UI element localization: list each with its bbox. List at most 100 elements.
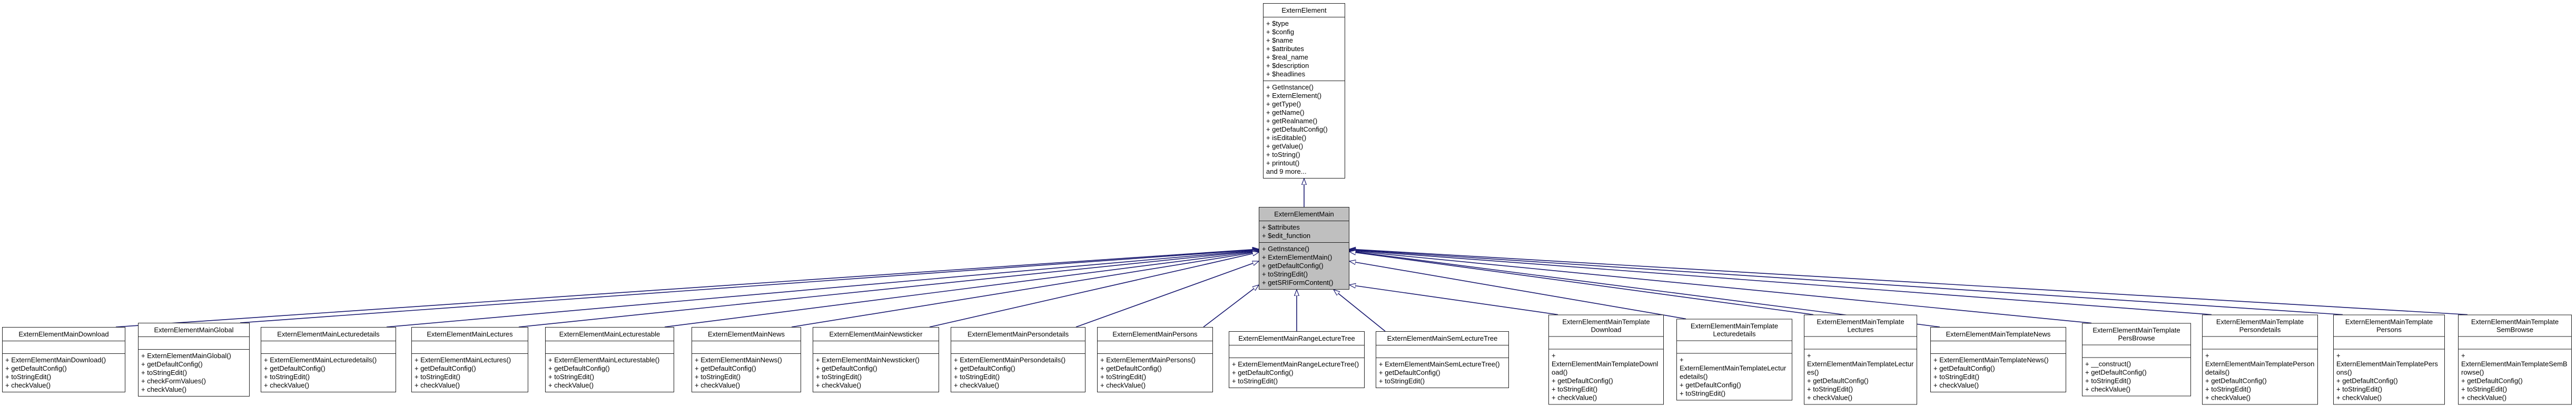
class-title-line: ExternElementMainTemplateNews (1946, 330, 2051, 338)
method-row: + checkValue() (264, 381, 310, 389)
attributes-compartment (1677, 341, 1792, 354)
class-node-main-lecturedetails[interactable]: ExternElementMainLecturedetails+ ExternE… (261, 327, 396, 392)
attributes-compartment (139, 337, 249, 350)
method-row: + getSRIFormContent() (1262, 279, 1334, 286)
method-row: + toStringEdit() (695, 373, 741, 381)
attributes-compartment (1549, 337, 1663, 350)
attributes-compartment (1229, 345, 1364, 358)
method-row: + GetInstance() (1262, 245, 1309, 253)
class-node-main-newsticker[interactable]: ExternElementMainNewsticker+ ExternEleme… (813, 327, 939, 392)
method-row: and 9 more... (1266, 167, 1307, 175)
class-node-main-global[interactable]: ExternElementMainGlobal + ExternElementMa… (138, 323, 250, 397)
methods-compartment: + ExternElementMainGlobal()+ getDefaultC… (139, 350, 249, 396)
method-row: + getDefaultConfig() (954, 364, 1015, 372)
method-row: + ExternElementMainLectures() (414, 356, 511, 364)
method-row: + toStringEdit() (1100, 373, 1147, 381)
class-title-line: ExternElementMainGlobal (154, 326, 234, 334)
methods-compartment: + ExternElementMainLecturestable()+ getD… (546, 354, 674, 392)
method-row: + getDefaultConfig() (2336, 377, 2398, 385)
methods-compartment: + ExternElementMainDownload()+ getDefaul… (3, 354, 125, 392)
method-row: + ExternElementMainPersons() (1100, 356, 1196, 364)
attribute-row: + $attributes (1262, 223, 1300, 231)
method-row: + checkValue() (2461, 393, 2507, 402)
attributes-compartment (2082, 345, 2190, 358)
class-title: ExternElementMainPersondetails (951, 328, 1085, 341)
methods-compartment: + ExternElementMainNews()+ getDefaultCon… (692, 354, 801, 392)
method-row: + ExternElement() (1266, 92, 1322, 100)
method-row: + checkValue() (816, 381, 862, 389)
methods-compartment: + ExternElementMainTemplateSemBrowse()+ … (2459, 350, 2571, 404)
class-node-main-persons[interactable]: ExternElementMainPersons+ ExternElementM… (1097, 327, 1213, 392)
method-row: + checkValue() (954, 381, 1000, 389)
class-node-extern-element[interactable]: ExternElement+ $type+ $config+ $name+ $a… (1263, 3, 1345, 179)
method-row: + toStringEdit() (1552, 385, 1598, 393)
class-title-line: ExternElementMainSemLectureTree (1387, 334, 1498, 342)
attributes-compartment (2203, 337, 2317, 350)
method-row: + __construct() (2085, 360, 2131, 368)
class-title: ExternElementMainSemLectureTree (1376, 332, 1508, 345)
attributes-compartment (3, 341, 125, 354)
class-title-line: ExternElementMainLecturestable (559, 330, 660, 338)
method-row: + checkValue() (695, 381, 741, 389)
method-row: + isEditable() (1266, 134, 1307, 142)
class-node-main-lectures[interactable]: ExternElementMainLectures + ExternElement… (411, 327, 528, 392)
method-row: + checkValue() (1807, 393, 1853, 402)
method-row: + getDefaultConfig() (414, 364, 476, 372)
method-row: + checkFormValues() (141, 377, 206, 385)
class-node-main-download[interactable]: ExternElementMainDownload + ExternElement… (2, 327, 125, 392)
class-title: ExternElementMainLecturestable (546, 328, 674, 341)
attribute-row: + $description (1266, 62, 1309, 70)
method-row: + toStringEdit() (414, 373, 461, 381)
method-row: + toStringEdit() (1680, 389, 1726, 398)
methods-compartment: + ExternElementMainSemLectureTree()+ get… (1376, 358, 1508, 388)
class-node-main-news[interactable]: ExternElementMainNews + ExternElementMain… (692, 327, 801, 392)
class-title-line: ExternElementMainLecturedetails (277, 330, 380, 338)
method-row: + ExternElementMainDownload() (5, 356, 106, 364)
class-node-main-range-lecture-tree[interactable]: ExternElementMainRangeLectureTree+ Exter… (1229, 331, 1365, 388)
method-row: + toStringEdit() (2205, 385, 2252, 393)
method-row: + getDefaultConfig() (1680, 381, 1741, 389)
class-node-main-sem-lecture-tree[interactable]: ExternElementMainSemLectureTree + ExternE… (1376, 331, 1509, 388)
method-row: + getRealname() (1266, 117, 1318, 125)
method-row: + ExternElementMainLecturestable() (548, 356, 660, 364)
method-row: + getDefaultConfig() (1552, 377, 1613, 385)
methods-compartment: + ExternElementMainTemplateLecturedetail… (1677, 354, 1792, 400)
method-row: + checkValue() (2085, 385, 2131, 393)
attributes-compartment (1098, 341, 1212, 354)
method-row: + toStringEdit() (1933, 373, 1980, 381)
method-row: + getType() (1266, 100, 1301, 108)
attribute-row: + $type (1266, 19, 1289, 27)
class-node-template-news[interactable]: ExternElementMainTemplateNews + ExternEle… (1930, 327, 2066, 392)
class-title: ExternElementMainDownload (3, 328, 125, 341)
class-title: ExternElementMainNewsticker (813, 328, 939, 341)
class-node-main-lecturestable[interactable]: ExternElementMainLecturestable + ExternEl… (545, 327, 674, 392)
class-title-line: ExternElementMainLectures (427, 330, 513, 338)
class-title-line: ExternElementMainPersondetails (967, 330, 1069, 338)
attributes-compartment (951, 341, 1085, 354)
attribute-row: + $headlines (1266, 70, 1306, 78)
method-row: + toStringEdit() (954, 373, 1000, 381)
class-node-main-persondetails[interactable]: ExternElementMainPersondetails+ ExternEl… (951, 327, 1085, 392)
class-title: ExternElementMainNews (692, 328, 801, 341)
method-row: + ExternElementMainTemplateDownload() (1552, 351, 1659, 377)
class-title-line: ExternElementMain (1274, 210, 1334, 218)
class-node-extern-element-main[interactable]: ExternElementMain+ $attributes+ $edit_fu… (1259, 207, 1349, 290)
method-row: + ExternElementMainTemplateNews() (1933, 356, 2049, 364)
methods-compartment: + ExternElementMainTemplateNews()+ getDe… (1931, 354, 2066, 392)
method-row: + ExternElementMainTemplateLecturedetail… (1680, 355, 1787, 381)
method-row: + checkValue() (414, 381, 460, 389)
methods-compartment: + ExternElementMainTemplatePersons()+ ge… (2334, 350, 2444, 404)
method-row: + getDefaultConfig() (1379, 369, 1440, 377)
method-row: + ExternElementMain() (1262, 253, 1333, 261)
